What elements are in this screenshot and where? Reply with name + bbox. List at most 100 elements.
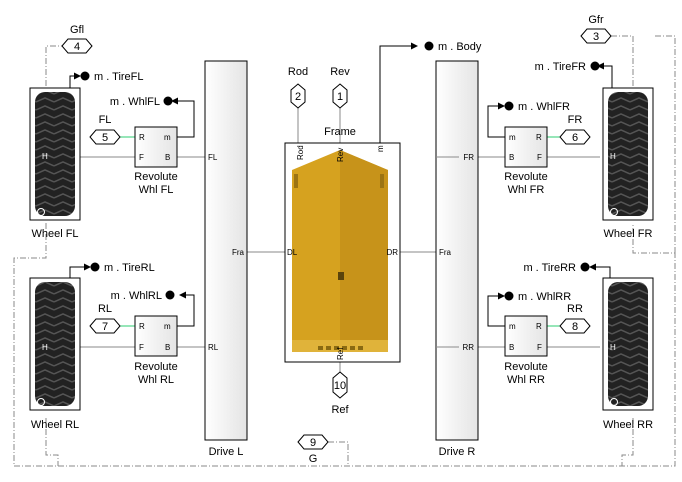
port-ref-name: Ref: [331, 404, 349, 416]
rev-fl-port-f: F: [139, 153, 144, 162]
drive-l-block[interactable]: FL RL Fra Drive L: [204, 60, 248, 458]
port-ref[interactable]: 10 Ref: [331, 371, 349, 416]
rev-fr-port-m: m: [509, 133, 516, 142]
wheel-fl-port-h: H: [42, 152, 48, 161]
signal-whl-fl: m . WhlFL: [110, 96, 160, 108]
port-fr-num: 6: [572, 132, 578, 144]
revolute-whl-rl-block[interactable]: R F m B Revolute Whl RL: [134, 315, 178, 386]
port-g-name: G: [309, 453, 318, 465]
measurement-signals: m . TireFL m . WhlFL m . TireFR m . WhlF…: [80, 41, 600, 303]
link-icon: [610, 398, 618, 406]
rev-rr-port-b: B: [509, 343, 514, 352]
rev-fl-label-2: Whl FL: [139, 184, 174, 196]
frame-port-rod: Rod: [296, 145, 305, 160]
green-connections: [120, 136, 560, 327]
port-rod-num: 2: [295, 91, 301, 103]
signal-dot-tire-fr: [590, 61, 600, 71]
signal-dot-whl-fr: [504, 101, 514, 111]
wheel-fr-port-h: H: [610, 152, 616, 161]
drive-r-port-fra: Fra: [439, 248, 452, 257]
connection-lines: [80, 108, 600, 378]
revolute-whl-fl-block[interactable]: R F m B Revolute Whl FL: [134, 126, 178, 196]
rev-rr-port-r: R: [536, 322, 542, 331]
signal-dot-whl-rr: [504, 291, 514, 301]
wheel-rr-port-h: H: [610, 343, 616, 352]
port-rod-name: Rod: [288, 66, 308, 78]
rev-rl-port-r: R: [139, 322, 145, 331]
revolute-whl-rr-block[interactable]: m B R F Revolute Whl RR: [504, 315, 548, 386]
rev-fr-port-b: B: [509, 153, 514, 162]
signal-dot-whl-fl: [163, 96, 173, 106]
port-gfl-num: 4: [74, 41, 80, 53]
signal-dot-tire-rl: [90, 262, 100, 272]
rev-rl-port-m: m: [164, 322, 171, 331]
tire-fl-icon: [35, 92, 75, 216]
port-gfr[interactable]: 3 Gfr: [580, 14, 612, 44]
port-rr-name: RR: [567, 303, 583, 315]
signal-tire-fr: m . TireFR: [535, 61, 586, 73]
measurement-arrows: [69, 42, 613, 327]
wheel-rl-block[interactable]: H Wheel RL: [29, 277, 81, 431]
drive-l-port-rl: RL: [208, 343, 219, 352]
wheel-fr-label: Wheel FR: [604, 228, 653, 240]
port-gfr-num: 3: [593, 31, 599, 43]
wheel-rr-label: Wheel RR: [603, 419, 653, 431]
io-ports: 4 Gfl 3 Gfr 5 FL 6 FR 7 RL 8: [61, 14, 612, 465]
frame-block[interactable]: Frame Rod Rev m Ref DL DR: [284, 126, 401, 363]
signal-dot-whl-rl: [165, 290, 175, 300]
signal-dot-body: [424, 41, 434, 51]
drive-l-port-fra: Fra: [232, 248, 245, 257]
frame-body-icon: [292, 150, 388, 352]
port-rl[interactable]: 7 RL: [89, 303, 121, 334]
rev-rr-label-1: Revolute: [504, 361, 547, 373]
wheel-fr-block[interactable]: H Wheel FR: [602, 87, 654, 240]
frame-port-m: m: [376, 145, 385, 152]
port-fr[interactable]: 6 FR: [559, 114, 591, 145]
port-rev[interactable]: 1 Rev: [330, 66, 350, 109]
rev-rl-label-2: Whl RL: [138, 374, 174, 386]
tire-rl-icon: [35, 282, 75, 406]
signal-dot-tire-fl: [80, 71, 90, 81]
frame-port-rev: Rev: [336, 148, 345, 162]
rev-fl-port-r: R: [139, 133, 145, 142]
revolute-whl-fr-block[interactable]: m B R F Revolute Whl FR: [504, 126, 548, 196]
port-fl-num: 5: [102, 132, 108, 144]
wheel-rr-block[interactable]: H Wheel RR: [602, 277, 654, 431]
port-g[interactable]: 9 G: [297, 434, 329, 465]
signal-tire-rr: m . TireRR: [523, 262, 576, 274]
rev-rr-label-2: Whl RR: [507, 374, 545, 386]
link-icon: [610, 208, 618, 216]
drive-connectors: [436, 156, 459, 348]
wheel-rl-label: Wheel RL: [31, 419, 79, 431]
drive-r-block[interactable]: FR RR Fra Drive R: [435, 60, 479, 458]
port-g-num: 9: [310, 437, 316, 449]
port-rod[interactable]: 2 Rod: [288, 66, 308, 109]
rev-rr-port-f: F: [537, 343, 542, 352]
port-rl-name: RL: [98, 303, 112, 315]
port-fl-name: FL: [99, 114, 112, 126]
tire-fr-icon: [608, 92, 648, 216]
port-gfl[interactable]: 4 Gfl: [61, 24, 93, 54]
rev-rr-port-m: m: [509, 322, 516, 331]
wheel-fl-block[interactable]: H Wheel FL: [29, 87, 81, 240]
rev-rl-port-b: B: [165, 343, 170, 352]
drive-r-port-fr: FR: [463, 153, 474, 162]
frame-port-dr: DR: [386, 248, 398, 257]
signal-body: m . Body: [438, 41, 482, 53]
rev-fl-label-1: Revolute: [134, 171, 177, 183]
wheel-rl-port-h: H: [42, 343, 48, 352]
rev-rl-label-1: Revolute: [134, 361, 177, 373]
link-icon: [37, 398, 45, 406]
port-fr-name: FR: [568, 114, 583, 126]
port-rr-num: 8: [572, 321, 578, 333]
link-icon: [37, 208, 45, 216]
port-ref-num: 10: [334, 380, 346, 392]
wheel-fl-label: Wheel FL: [31, 228, 78, 240]
port-rr[interactable]: 8 RR: [559, 303, 591, 334]
frame-port-dl: DL: [287, 248, 298, 257]
port-fl[interactable]: 5 FL: [89, 114, 121, 145]
tire-rr-icon: [608, 282, 648, 406]
drive-l-port-fl: FL: [208, 153, 218, 162]
rev-fr-port-r: R: [536, 133, 542, 142]
signal-whl-fr: m . WhlFR: [518, 101, 570, 113]
